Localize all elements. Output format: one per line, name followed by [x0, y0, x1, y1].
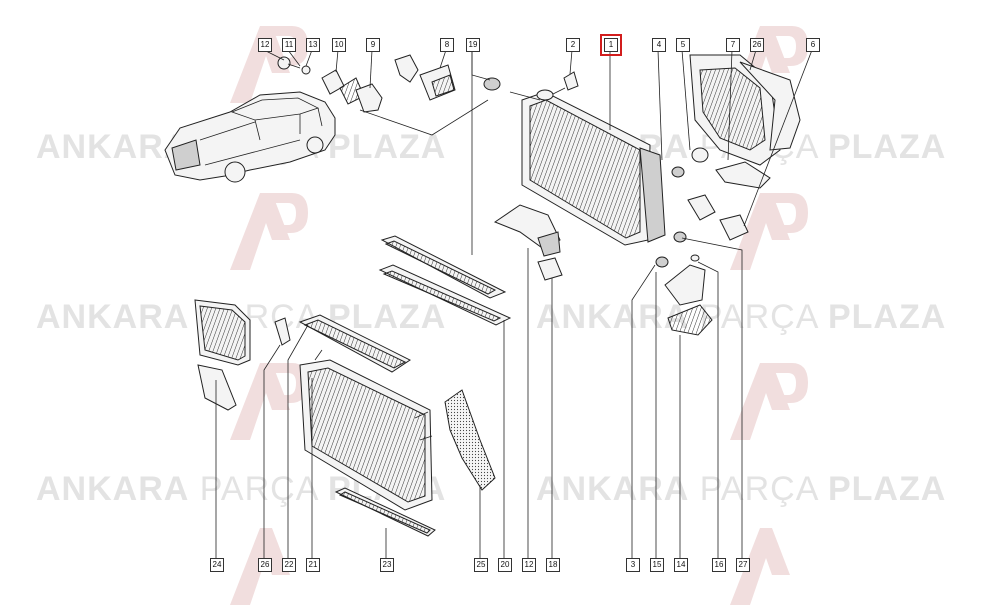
callout-15[interactable]: 15 — [650, 558, 664, 572]
callout-23[interactable]: 23 — [380, 558, 394, 572]
watermark-logo — [230, 26, 308, 103]
callout-3[interactable]: 3 — [626, 558, 640, 572]
callout-27[interactable]: 27 — [736, 558, 750, 572]
callout-2[interactable]: 2 — [566, 38, 580, 52]
condenser — [299, 349, 433, 511]
watermark-logo — [730, 193, 808, 270]
bracket-center — [493, 204, 563, 281]
callout-19[interactable]: 19 — [466, 38, 480, 52]
callout-1-selected[interactable]: 1 — [600, 34, 622, 56]
clips-19-2 — [483, 71, 579, 99]
callout-8[interactable]: 8 — [440, 38, 454, 52]
callout-11[interactable]: 11 — [282, 38, 296, 52]
cross-member — [378, 235, 512, 326]
callout-7[interactable]: 7 — [726, 38, 740, 52]
callout-26[interactable]: 26 — [258, 558, 272, 572]
callout-21[interactable]: 21 — [306, 558, 320, 572]
callout-22[interactable]: 22 — [282, 558, 296, 572]
callout-10[interactable]: 10 — [332, 38, 346, 52]
callout-12[interactable]: 12 — [522, 558, 536, 572]
callout-9[interactable]: 9 — [366, 38, 380, 52]
lower-deflector — [334, 487, 436, 537]
callout-14[interactable]: 14 — [674, 558, 688, 572]
foam-seal — [444, 389, 496, 491]
radiator — [509, 89, 666, 246]
callout-6[interactable]: 6 — [806, 38, 820, 52]
callout-18[interactable]: 18 — [546, 558, 560, 572]
callout-5[interactable]: 5 — [676, 38, 690, 52]
car-illustration — [164, 91, 336, 183]
callout-25[interactable]: 25 — [474, 558, 488, 572]
callout-13[interactable]: 13 — [306, 38, 320, 52]
callout-26[interactable]: 26 — [750, 38, 764, 52]
leader-lines — [215, 49, 813, 558]
mounts-4-5-6 — [671, 147, 771, 243]
watermark-logo — [230, 193, 308, 270]
bracket-right — [655, 254, 713, 336]
callout-20[interactable]: 20 — [498, 558, 512, 572]
bracket-8 — [359, 54, 489, 136]
callout-16[interactable]: 16 — [712, 558, 726, 572]
fan-shroud — [689, 54, 801, 166]
watermark-logo — [230, 363, 308, 440]
callout-24[interactable]: 24 — [210, 558, 224, 572]
watermark-logo — [730, 528, 790, 605]
air-deflector — [194, 299, 251, 411]
watermark-text: ANKARA PARÇA PLAZA — [536, 470, 947, 508]
callout-4[interactable]: 4 — [652, 38, 666, 52]
watermark-text: ANKARA PARÇA PLAZA — [536, 298, 947, 336]
grille-21 — [274, 314, 411, 373]
callout-12[interactable]: 12 — [258, 38, 272, 52]
watermark-logo — [730, 363, 808, 440]
